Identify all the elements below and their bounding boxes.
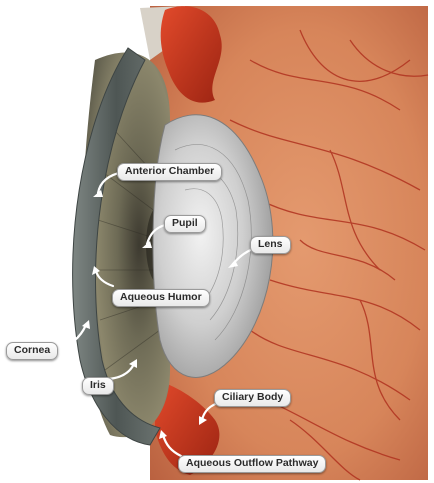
label-aqueous-outflow-pathway: Aqueous Outflow Pathway xyxy=(178,455,326,473)
label-aqueous-humor: Aqueous Humor xyxy=(112,289,210,307)
label-cornea: Cornea xyxy=(6,342,58,360)
label-pupil: Pupil xyxy=(164,215,206,233)
label-iris: Iris xyxy=(82,377,114,395)
label-lens: Lens xyxy=(250,236,291,254)
label-ciliary-body: Ciliary Body xyxy=(214,389,291,407)
label-anterior-chamber: Anterior Chamber xyxy=(117,163,222,181)
